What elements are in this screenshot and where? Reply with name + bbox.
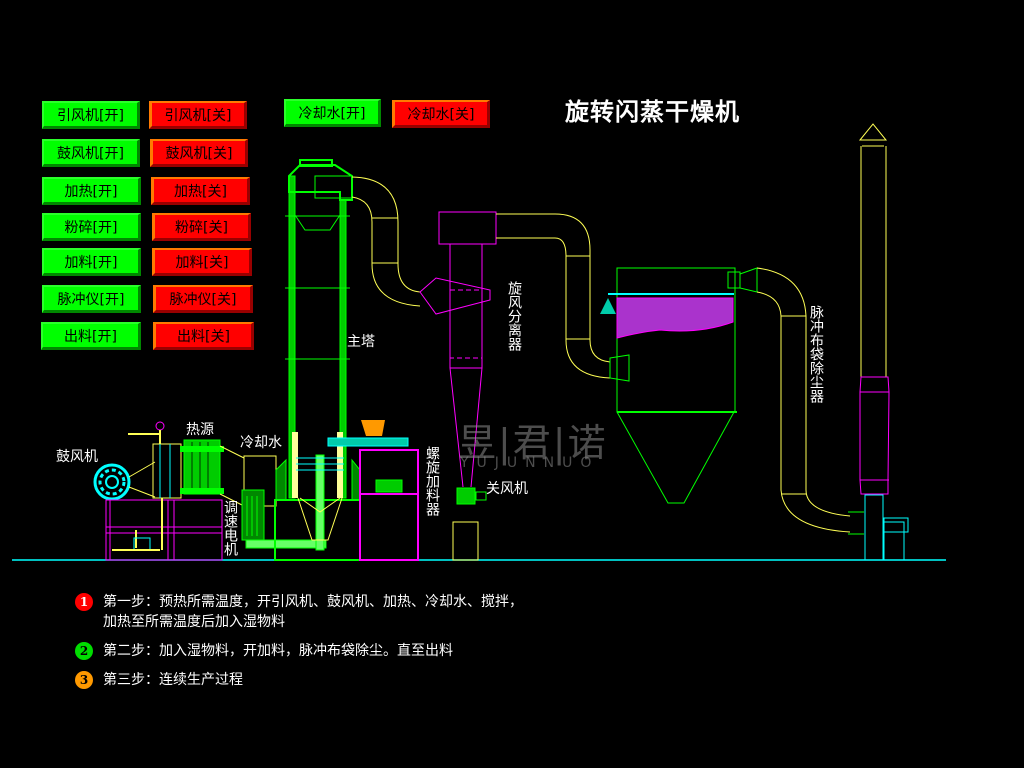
step-2: 2 第二步：加入湿物料，开加料，脉冲布袋除尘。直至出料 xyxy=(75,641,523,661)
discharge-on-button[interactable]: 出料[开] xyxy=(41,322,141,350)
screw-feeder xyxy=(327,420,419,561)
step-3-badge: 3 xyxy=(75,671,93,689)
pulse-off-button[interactable]: 脉冲仪[关] xyxy=(153,285,253,313)
filter-bags xyxy=(600,293,734,339)
screw-feeder-label: 螺旋加料器 xyxy=(424,446,440,516)
inlet-duct xyxy=(241,455,327,549)
blower-on-button[interactable]: 鼓风机[开] xyxy=(42,139,140,167)
step-2-badge: 2 xyxy=(75,642,93,660)
feeding-on-button[interactable]: 加料[开] xyxy=(42,248,141,276)
blower-off-button[interactable]: 鼓风机[关] xyxy=(150,139,248,167)
step-1-text-cont: 加热至所需温度后加入湿物料 xyxy=(103,614,285,630)
cyclone xyxy=(419,211,497,488)
bag-filter xyxy=(609,267,758,504)
exhaust-stack xyxy=(848,123,909,561)
blower-label: 鼓风机 xyxy=(56,449,98,465)
blower-frame xyxy=(105,499,223,561)
step-1-badge: 1 xyxy=(75,593,93,611)
steps-list: 1 第一步：预热所需温度，开引风机、鼓风机、加热、冷却水、搅拌， 加热至所需温度… xyxy=(75,592,523,699)
heating-off-button[interactable]: 加热[关] xyxy=(151,177,250,205)
step-1: 1 第一步：预热所需温度，开引风机、鼓风机、加热、冷却水、搅拌， 加热至所需温度… xyxy=(75,592,523,632)
bag-filter-label: 脉冲布袋除尘器 xyxy=(808,305,824,403)
crusher-on-button[interactable]: 粉碎[开] xyxy=(42,213,141,241)
crusher-off-button[interactable]: 粉碎[关] xyxy=(152,213,251,241)
tower-cyclone-duct xyxy=(351,176,421,307)
heat-exchanger xyxy=(112,421,245,551)
main-tower-label: 主塔 xyxy=(347,334,375,350)
speed-motor-label: 调速电机 xyxy=(222,500,238,556)
cyclone-filter-duct xyxy=(496,213,611,379)
step-3-text: 第三步：连续生产过程 xyxy=(103,672,243,688)
filter-stack-duct xyxy=(756,267,851,533)
main-tower xyxy=(274,159,361,561)
step-1-text: 第一步：预热所需温度，开引风机、鼓风机、加热、冷却水、搅拌， xyxy=(103,594,523,610)
watermark-brand-cn: 昱|君|诺 xyxy=(458,421,608,465)
heating-on-button[interactable]: 加热[开] xyxy=(42,177,141,205)
cooling-water-off-button[interactable]: 冷却水[关] xyxy=(392,100,490,128)
step-3: 3 第三步：连续生产过程 xyxy=(75,670,523,690)
airlock-label: 关风机 xyxy=(486,481,528,497)
feeding-off-button[interactable]: 加料[关] xyxy=(152,248,252,276)
induced-fan-on-button[interactable]: 引风机[开] xyxy=(42,101,140,129)
induced-fan-off-button[interactable]: 引风机[关] xyxy=(149,101,247,129)
airlock xyxy=(452,487,487,561)
cooling-water-label: 冷却水 xyxy=(240,435,282,451)
discharge-off-button[interactable]: 出料[关] xyxy=(153,322,254,350)
cyclone-label: 旋风分离器 xyxy=(506,281,522,351)
cooling-water-on-button[interactable]: 冷却水[开] xyxy=(284,99,381,127)
step-2-text: 第二步：加入湿物料，开加料，脉冲布袋除尘。直至出料 xyxy=(103,643,453,659)
page-title: 旋转闪蒸干燥机 xyxy=(565,98,740,126)
blower-fan-icon xyxy=(93,461,156,501)
watermark-brand-en: YUJUNNUO xyxy=(460,455,600,471)
pulse-on-button[interactable]: 脉冲仪[开] xyxy=(42,285,141,313)
heat-source-label: 热源 xyxy=(186,422,214,438)
